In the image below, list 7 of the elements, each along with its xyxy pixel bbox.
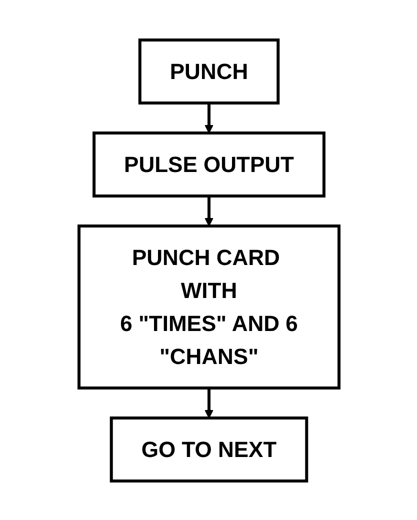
node-box: PUNCH (138, 38, 280, 104)
node-box: PULSE OUTPUT (92, 131, 325, 197)
node-box: PUNCH CARD WITH 6 "TIMES" AND 6 "CHANS" (77, 224, 340, 389)
arrow (204, 196, 213, 226)
arrow (204, 388, 213, 418)
arrow (204, 102, 213, 133)
node-box: GO TO NEXT (109, 416, 308, 482)
